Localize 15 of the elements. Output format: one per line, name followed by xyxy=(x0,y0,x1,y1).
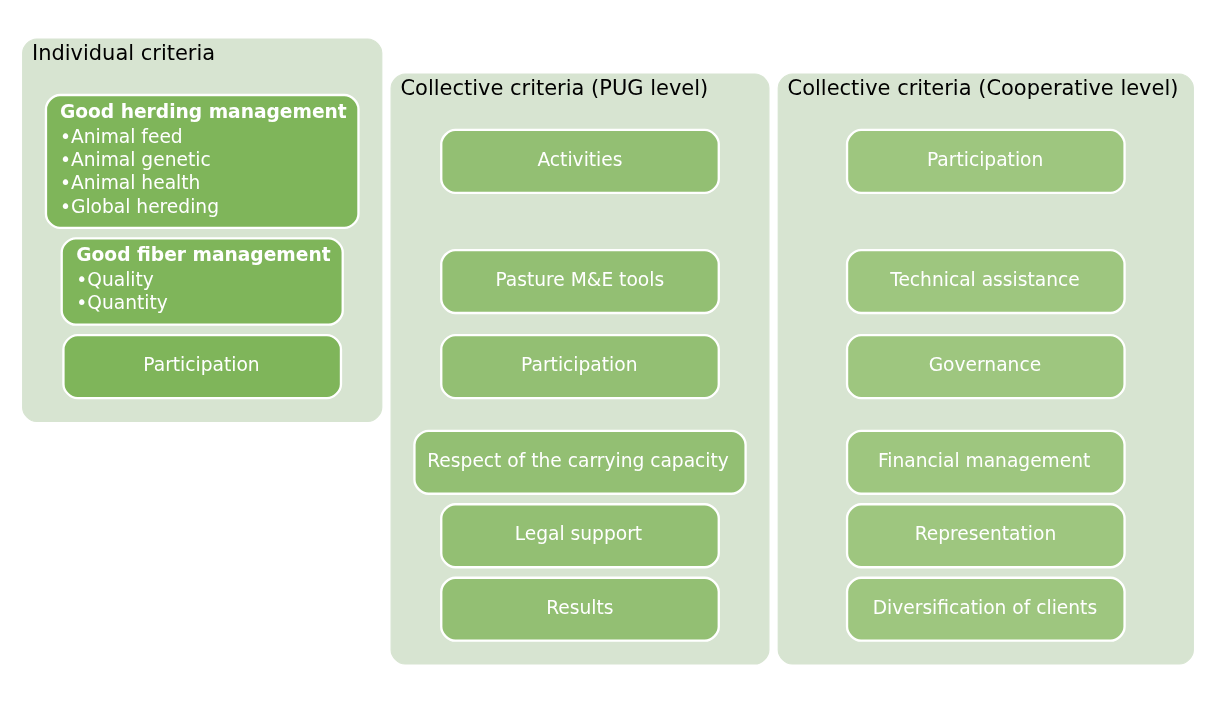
node-box: Respect of the carrying capacity xyxy=(413,429,747,495)
node-box: Financial management xyxy=(845,429,1126,495)
node-box: Diversification of clients xyxy=(845,576,1126,642)
node-box: Good herding management •Animal feed •Animal genetic •Animal health •Global hereding xyxy=(44,93,360,229)
node-box: Governance xyxy=(845,333,1126,399)
node-box: Technical assistance xyxy=(845,248,1126,314)
node-box: Legal support xyxy=(440,502,720,568)
node-box: Activities xyxy=(440,128,720,194)
node-box: Representation xyxy=(845,502,1126,568)
node-box: Good fiber management •Quality •Quantity xyxy=(60,236,344,326)
node-box: Participation xyxy=(845,128,1126,194)
node-box: Results xyxy=(440,576,720,642)
node-box: Participation xyxy=(440,333,720,399)
node-box: Pasture M&E tools xyxy=(440,248,720,314)
node-box: Participation xyxy=(62,333,343,399)
